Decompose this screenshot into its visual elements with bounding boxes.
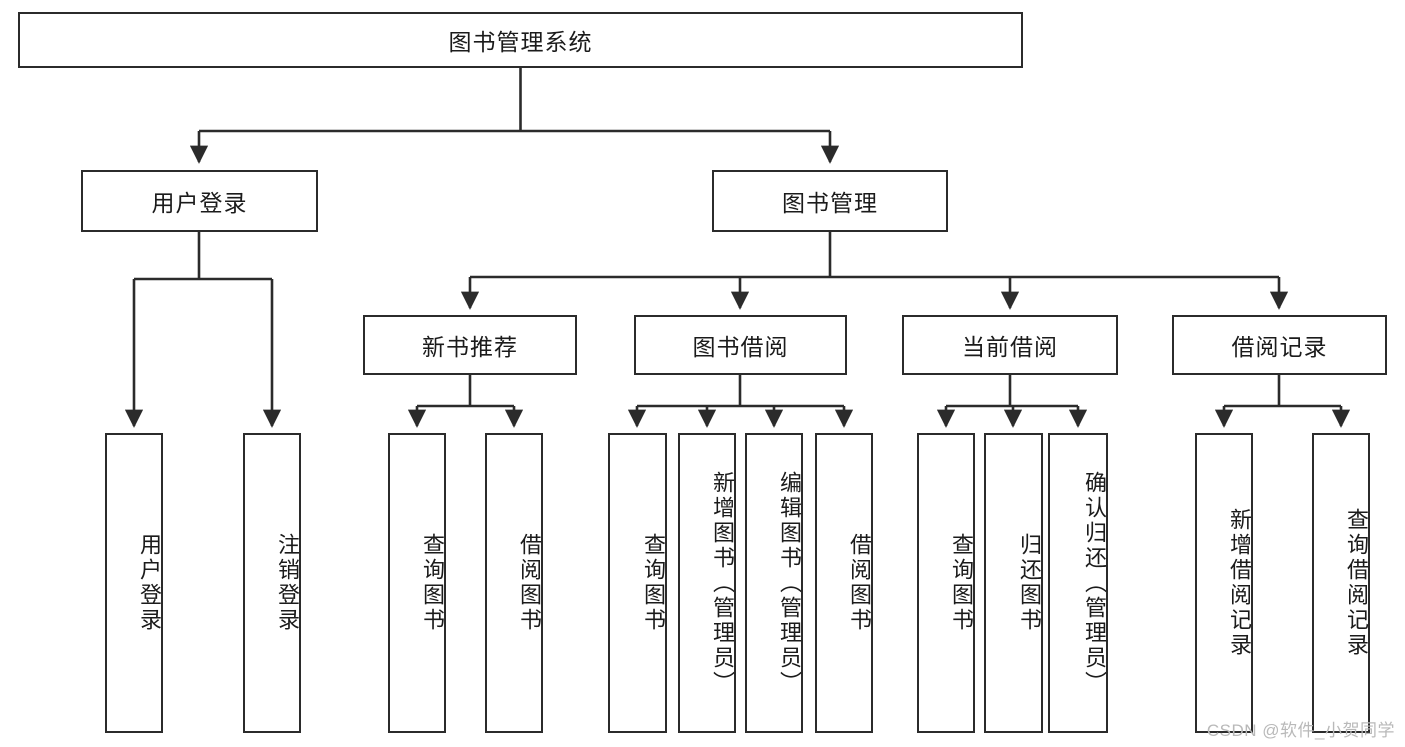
node-label: 归还图书: [1017, 533, 1042, 633]
node-label: 图书管理: [782, 190, 878, 216]
node-book-borrowing[interactable]: 图书借阅: [634, 315, 847, 375]
leaf-user-login-signin[interactable]: 用户登录: [105, 433, 163, 733]
node-label: 查询图书: [641, 533, 666, 633]
node-label: 用户登录: [137, 533, 162, 633]
leaf-borrow-edit-book-admin[interactable]: 编辑图书（管理员）: [745, 433, 803, 733]
node-label: 注销登录: [275, 533, 300, 633]
leaf-borrow-query-books[interactable]: 查询图书: [608, 433, 667, 733]
leaf-borrow-borrow-books[interactable]: 借阅图书: [815, 433, 873, 733]
leaf-record-query-borrow-record[interactable]: 查询借阅记录: [1312, 433, 1370, 733]
node-label: 确认归还（管理员）: [1082, 470, 1107, 696]
node-label: 查询借阅记录: [1344, 508, 1369, 658]
leaf-new-book-query-books[interactable]: 查询图书: [388, 433, 446, 733]
leaf-user-login-logout[interactable]: 注销登录: [243, 433, 301, 733]
node-label: 编辑图书（管理员）: [777, 470, 802, 696]
node-label: 新书推荐: [422, 334, 518, 360]
node-borrowing-record[interactable]: 借阅记录: [1172, 315, 1387, 375]
node-label: 新增图书（管理员）: [710, 470, 735, 696]
node-label: 图书借阅: [692, 334, 789, 360]
node-label: 查询图书: [949, 533, 974, 633]
leaf-current-confirm-return-admin[interactable]: 确认归还（管理员）: [1048, 433, 1108, 733]
leaf-borrow-add-book-admin[interactable]: 新增图书（管理员）: [678, 433, 736, 733]
node-current-borrowing[interactable]: 当前借阅: [902, 315, 1118, 375]
leaf-record-add-borrow-record[interactable]: 新增借阅记录: [1195, 433, 1253, 733]
node-label: 借阅图书: [517, 533, 542, 633]
node-label: 图书管理系统: [448, 29, 593, 55]
node-book-management[interactable]: 图书管理: [712, 170, 948, 232]
node-label: 当前借阅: [962, 334, 1058, 360]
leaf-new-book-borrow-books[interactable]: 借阅图书: [485, 433, 543, 733]
node-new-book-recommendation[interactable]: 新书推荐: [363, 315, 577, 375]
node-root-book-management-system[interactable]: 图书管理系统: [18, 12, 1023, 68]
node-label: 查询图书: [420, 533, 445, 633]
node-label: 用户登录: [151, 190, 248, 216]
node-label: 借阅图书: [847, 533, 872, 633]
node-label: 新增借阅记录: [1227, 508, 1252, 658]
leaf-current-query-books[interactable]: 查询图书: [917, 433, 975, 733]
node-label: 借阅记录: [1231, 334, 1328, 360]
leaf-current-return-books[interactable]: 归还图书: [984, 433, 1043, 733]
node-user-login[interactable]: 用户登录: [81, 170, 318, 232]
csdn-watermark: CSDN @软件_小贺同学: [1206, 721, 1395, 740]
